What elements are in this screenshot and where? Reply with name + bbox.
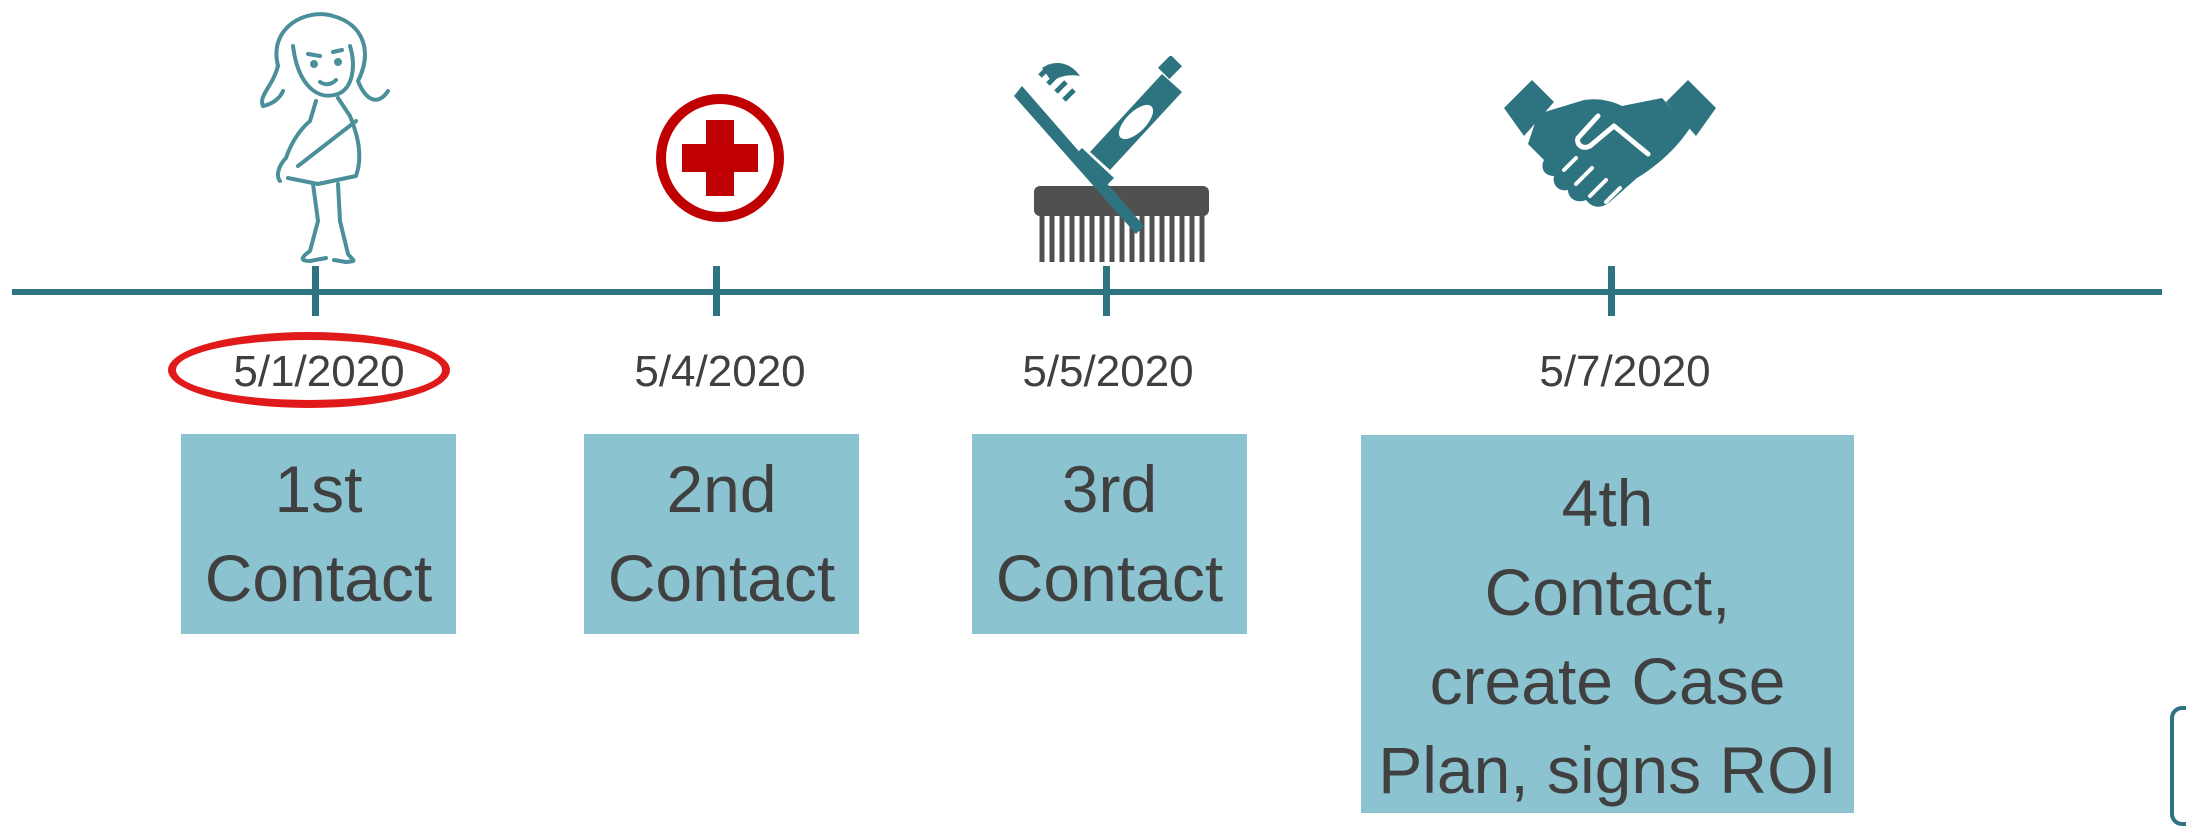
timeline-tick: [1608, 266, 1615, 316]
event-label-line: Contact,: [1484, 555, 1731, 629]
event-box-1st-contact: 1st Contact: [181, 434, 456, 634]
event-date: 5/5/2020: [1022, 347, 1194, 396]
event-label-line: 2nd: [666, 452, 777, 526]
date-highlight-circle: [168, 332, 450, 408]
event-label-line: Contact: [995, 541, 1224, 615]
timeline-tick: [713, 266, 720, 316]
event-box-2nd-contact: 2nd Contact: [584, 434, 859, 634]
timeline-tick: [312, 266, 319, 316]
event-date: 5/4/2020: [634, 347, 806, 396]
event-label-line: create Case: [1429, 644, 1786, 718]
event-label-line: Plan, signs ROI: [1378, 733, 1837, 807]
event-label-line: Contact: [204, 541, 433, 615]
event-label-line: 1st: [274, 452, 363, 526]
girl-sketch-icon: [260, 12, 390, 264]
event-date: 5/7/2020: [1539, 347, 1711, 396]
event-box-3rd-contact: 3rd Contact: [972, 434, 1247, 634]
partial-edge-icon: [2170, 706, 2186, 826]
timeline-axis: [12, 289, 2162, 295]
handshake-icon: [1504, 80, 1716, 207]
timeline-tick: [1103, 266, 1110, 316]
event-label-line: 4th: [1561, 466, 1654, 540]
hygiene-supplies-icon: [1014, 56, 1209, 262]
event-label-line: Contact: [607, 541, 836, 615]
event-label-line: 3rd: [1061, 452, 1158, 526]
medical-cross-icon: [656, 94, 784, 222]
event-box-4th-contact: 4th Contact, create Case Plan, signs ROI: [1361, 435, 1854, 813]
